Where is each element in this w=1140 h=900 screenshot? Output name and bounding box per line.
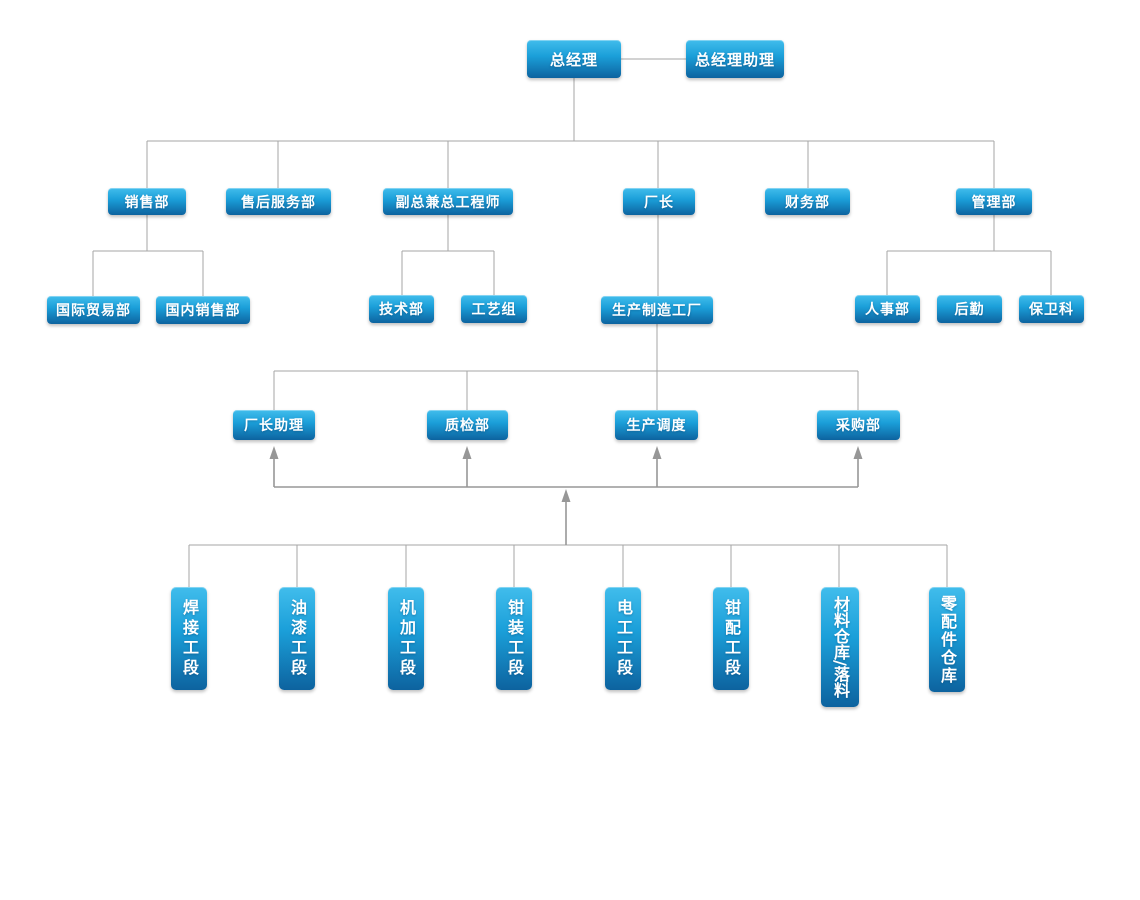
- node-intl-trade-dept[interactable]: 国际贸易部: [47, 296, 140, 324]
- up-arrow-icon: [853, 446, 863, 459]
- node-chief-engineer[interactable]: 副总兼总工程师: [383, 188, 513, 215]
- up-arrow-icon: [269, 446, 279, 459]
- feedback-arrow-line: [273, 458, 859, 545]
- node-admin-dept[interactable]: 管理部: [956, 188, 1032, 215]
- node-material-warehouse[interactable]: 材料仓库/落料: [821, 587, 859, 707]
- node-logistics[interactable]: 后勤: [937, 295, 1002, 323]
- node-general-manager[interactable]: 总经理: [527, 40, 621, 78]
- arrow-heads: [269, 446, 863, 502]
- node-electrician-section[interactable]: 电工工段: [605, 587, 641, 690]
- node-manufacturing-plant[interactable]: 生产制造工厂: [601, 296, 713, 324]
- node-qc-dept[interactable]: 质检部: [427, 410, 508, 440]
- up-arrow-icon: [652, 446, 662, 459]
- node-production-scheduling[interactable]: 生产调度: [615, 410, 698, 440]
- node-welding-section[interactable]: 焊接工段: [171, 587, 207, 690]
- node-security-section[interactable]: 保卫科: [1019, 295, 1084, 323]
- up-arrow-icon: [561, 489, 571, 502]
- node-after-sales-dept[interactable]: 售后服务部: [226, 188, 331, 215]
- node-fitting-section[interactable]: 钳配工段: [713, 587, 749, 690]
- node-machining-section[interactable]: 机加工段: [388, 587, 424, 690]
- node-parts-warehouse[interactable]: 零配件仓库: [929, 587, 965, 692]
- node-fitting-assembly-section[interactable]: 钳装工段: [496, 587, 532, 690]
- node-craft-group[interactable]: 工艺组: [461, 295, 527, 323]
- node-sales-dept[interactable]: 销售部: [108, 188, 186, 215]
- tree-connector-line: [92, 58, 1052, 587]
- node-paint-section[interactable]: 油漆工段: [279, 587, 315, 690]
- node-domestic-sales-dept[interactable]: 国内销售部: [156, 296, 250, 324]
- node-director-assistant[interactable]: 厂长助理: [233, 410, 315, 440]
- up-arrow-icon: [462, 446, 472, 459]
- node-tech-dept[interactable]: 技术部: [369, 295, 434, 323]
- node-finance-dept[interactable]: 财务部: [765, 188, 850, 215]
- node-hr-dept[interactable]: 人事部: [855, 295, 920, 323]
- node-purchasing-dept[interactable]: 采购部: [817, 410, 900, 440]
- node-factory-director[interactable]: 厂长: [623, 188, 695, 215]
- node-gm-assistant[interactable]: 总经理助理: [686, 40, 784, 78]
